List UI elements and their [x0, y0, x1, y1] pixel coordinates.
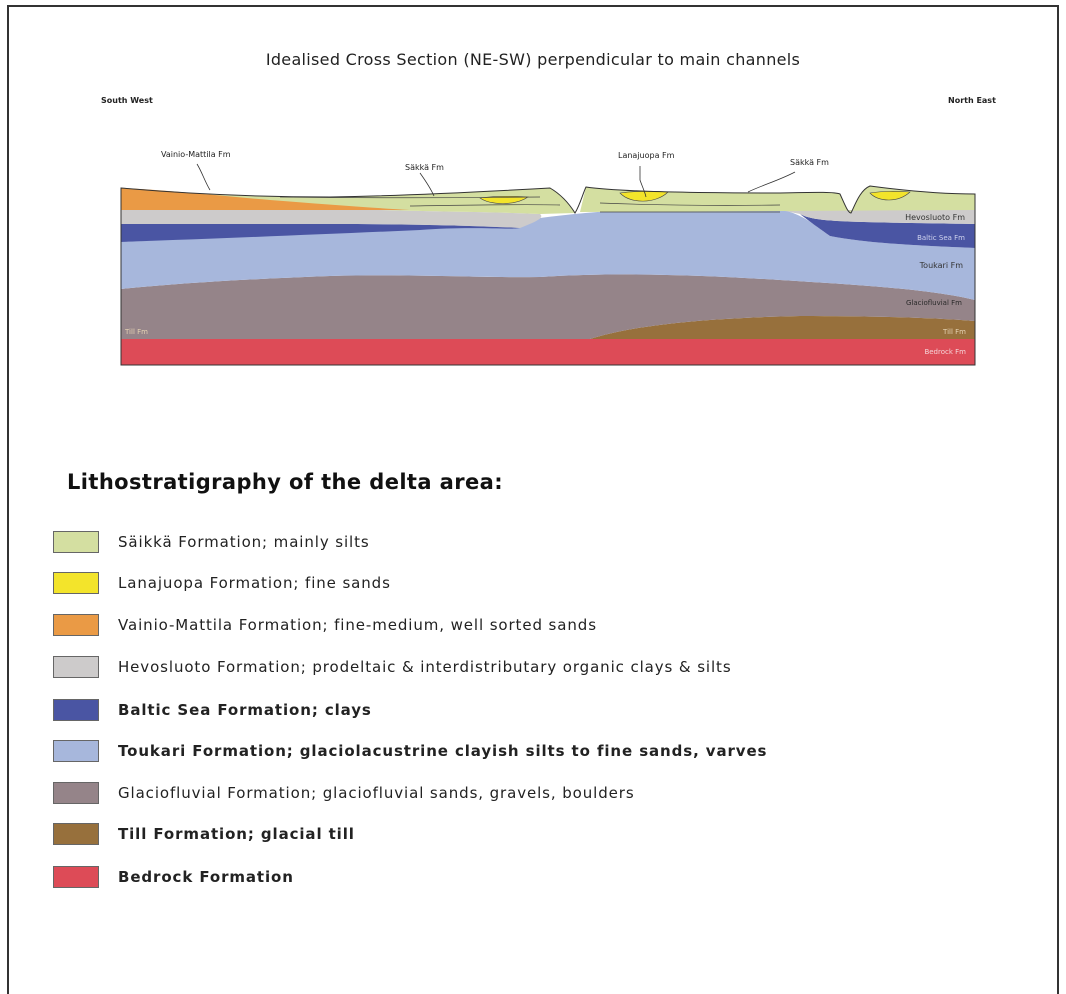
legend-swatch [53, 572, 99, 594]
legend-label: Baltic Sea Formation; clays [118, 701, 372, 719]
page-frame [7, 5, 1059, 994]
saikka-internal-lines [279, 196, 781, 213]
label-toukari: Toukari Fm [919, 261, 964, 270]
hevosluoto-layer [121, 210, 975, 228]
legend-item: Säikkä Formation; mainly silts [53, 530, 370, 554]
legend-item: Vainio-Mattila Formation; fine-medium, w… [53, 613, 597, 637]
legend-label: Bedrock Formation [118, 868, 294, 886]
bedrock-layer [121, 339, 975, 365]
legend-label: Lanajuopa Formation; fine sands [118, 574, 391, 592]
legend-swatch [53, 823, 99, 845]
label-vainio-mattila: Vainio-Mattila Fm [161, 150, 231, 159]
legend-swatch [53, 656, 99, 678]
legend-swatch [53, 699, 99, 721]
label-baltic-sea: Baltic Sea Fm [917, 234, 965, 242]
saikka-layer-left [121, 188, 575, 214]
legend-swatch [53, 740, 99, 762]
label-bedrock: Bedrock Fm [924, 348, 966, 356]
legend-label: Säikkä Formation; mainly silts [118, 533, 370, 551]
label-saikka-left: Säkkä Fm [405, 163, 444, 172]
legend-heading: Lithostratigraphy of the delta area: [67, 470, 503, 494]
toukari-layer [121, 206, 975, 300]
direction-north-east: North East [948, 96, 996, 105]
legend-swatch [53, 866, 99, 888]
legend-item: Bedrock Formation [53, 865, 294, 889]
legend-item: Baltic Sea Formation; clays [53, 698, 372, 722]
legend-item: Toukari Formation; glaciolacustrine clay… [53, 739, 767, 763]
cross-section-diagram: Vainio-Mattila Fm Säkkä Fm Lanajuopa Fm … [120, 150, 976, 366]
direction-south-west: South West [101, 96, 153, 105]
legend-label: Toukari Formation; glaciolacustrine clay… [118, 742, 768, 760]
diagram-title: Idealised Cross Section (NE-SW) perpendi… [265, 50, 801, 69]
label-lanajuopa: Lanajuopa Fm [618, 151, 675, 160]
legend-label: Till Formation; glacial till [118, 825, 355, 843]
label-hevosluoto: Hevosluoto Fm [905, 213, 965, 222]
glaciofluvial-layer [121, 274, 975, 339]
legend-item: Hevosluoto Formation; prodeltaic & inter… [53, 655, 732, 679]
label-leader-lines [196, 163, 796, 198]
baltic-sea-layer [121, 214, 975, 248]
surface-outline [120, 185, 976, 366]
legend-label: Glaciofluvial Formation; glaciofluvial s… [118, 784, 635, 802]
legend-item: Glaciofluvial Formation; glaciofluvial s… [53, 781, 635, 805]
legend-label: Vainio-Mattila Formation; fine-medium, w… [118, 616, 597, 634]
label-saikka-right: Säkkä Fm [790, 158, 829, 167]
label-glaciofluvial: Glaciofluvial Fm [906, 299, 962, 307]
legend-item: Lanajuopa Formation; fine sands [53, 571, 391, 595]
legend-swatch [53, 782, 99, 804]
label-till-left: Till Fm [124, 328, 148, 336]
lanajuopa-lens-right [869, 191, 911, 201]
legend-label: Hevosluoto Formation; prodeltaic & inter… [118, 658, 732, 676]
legend-item: Till Formation; glacial till [53, 822, 355, 846]
legend-swatch [53, 531, 99, 553]
legend-swatch [53, 614, 99, 636]
label-till-right: Till Fm [942, 328, 966, 336]
